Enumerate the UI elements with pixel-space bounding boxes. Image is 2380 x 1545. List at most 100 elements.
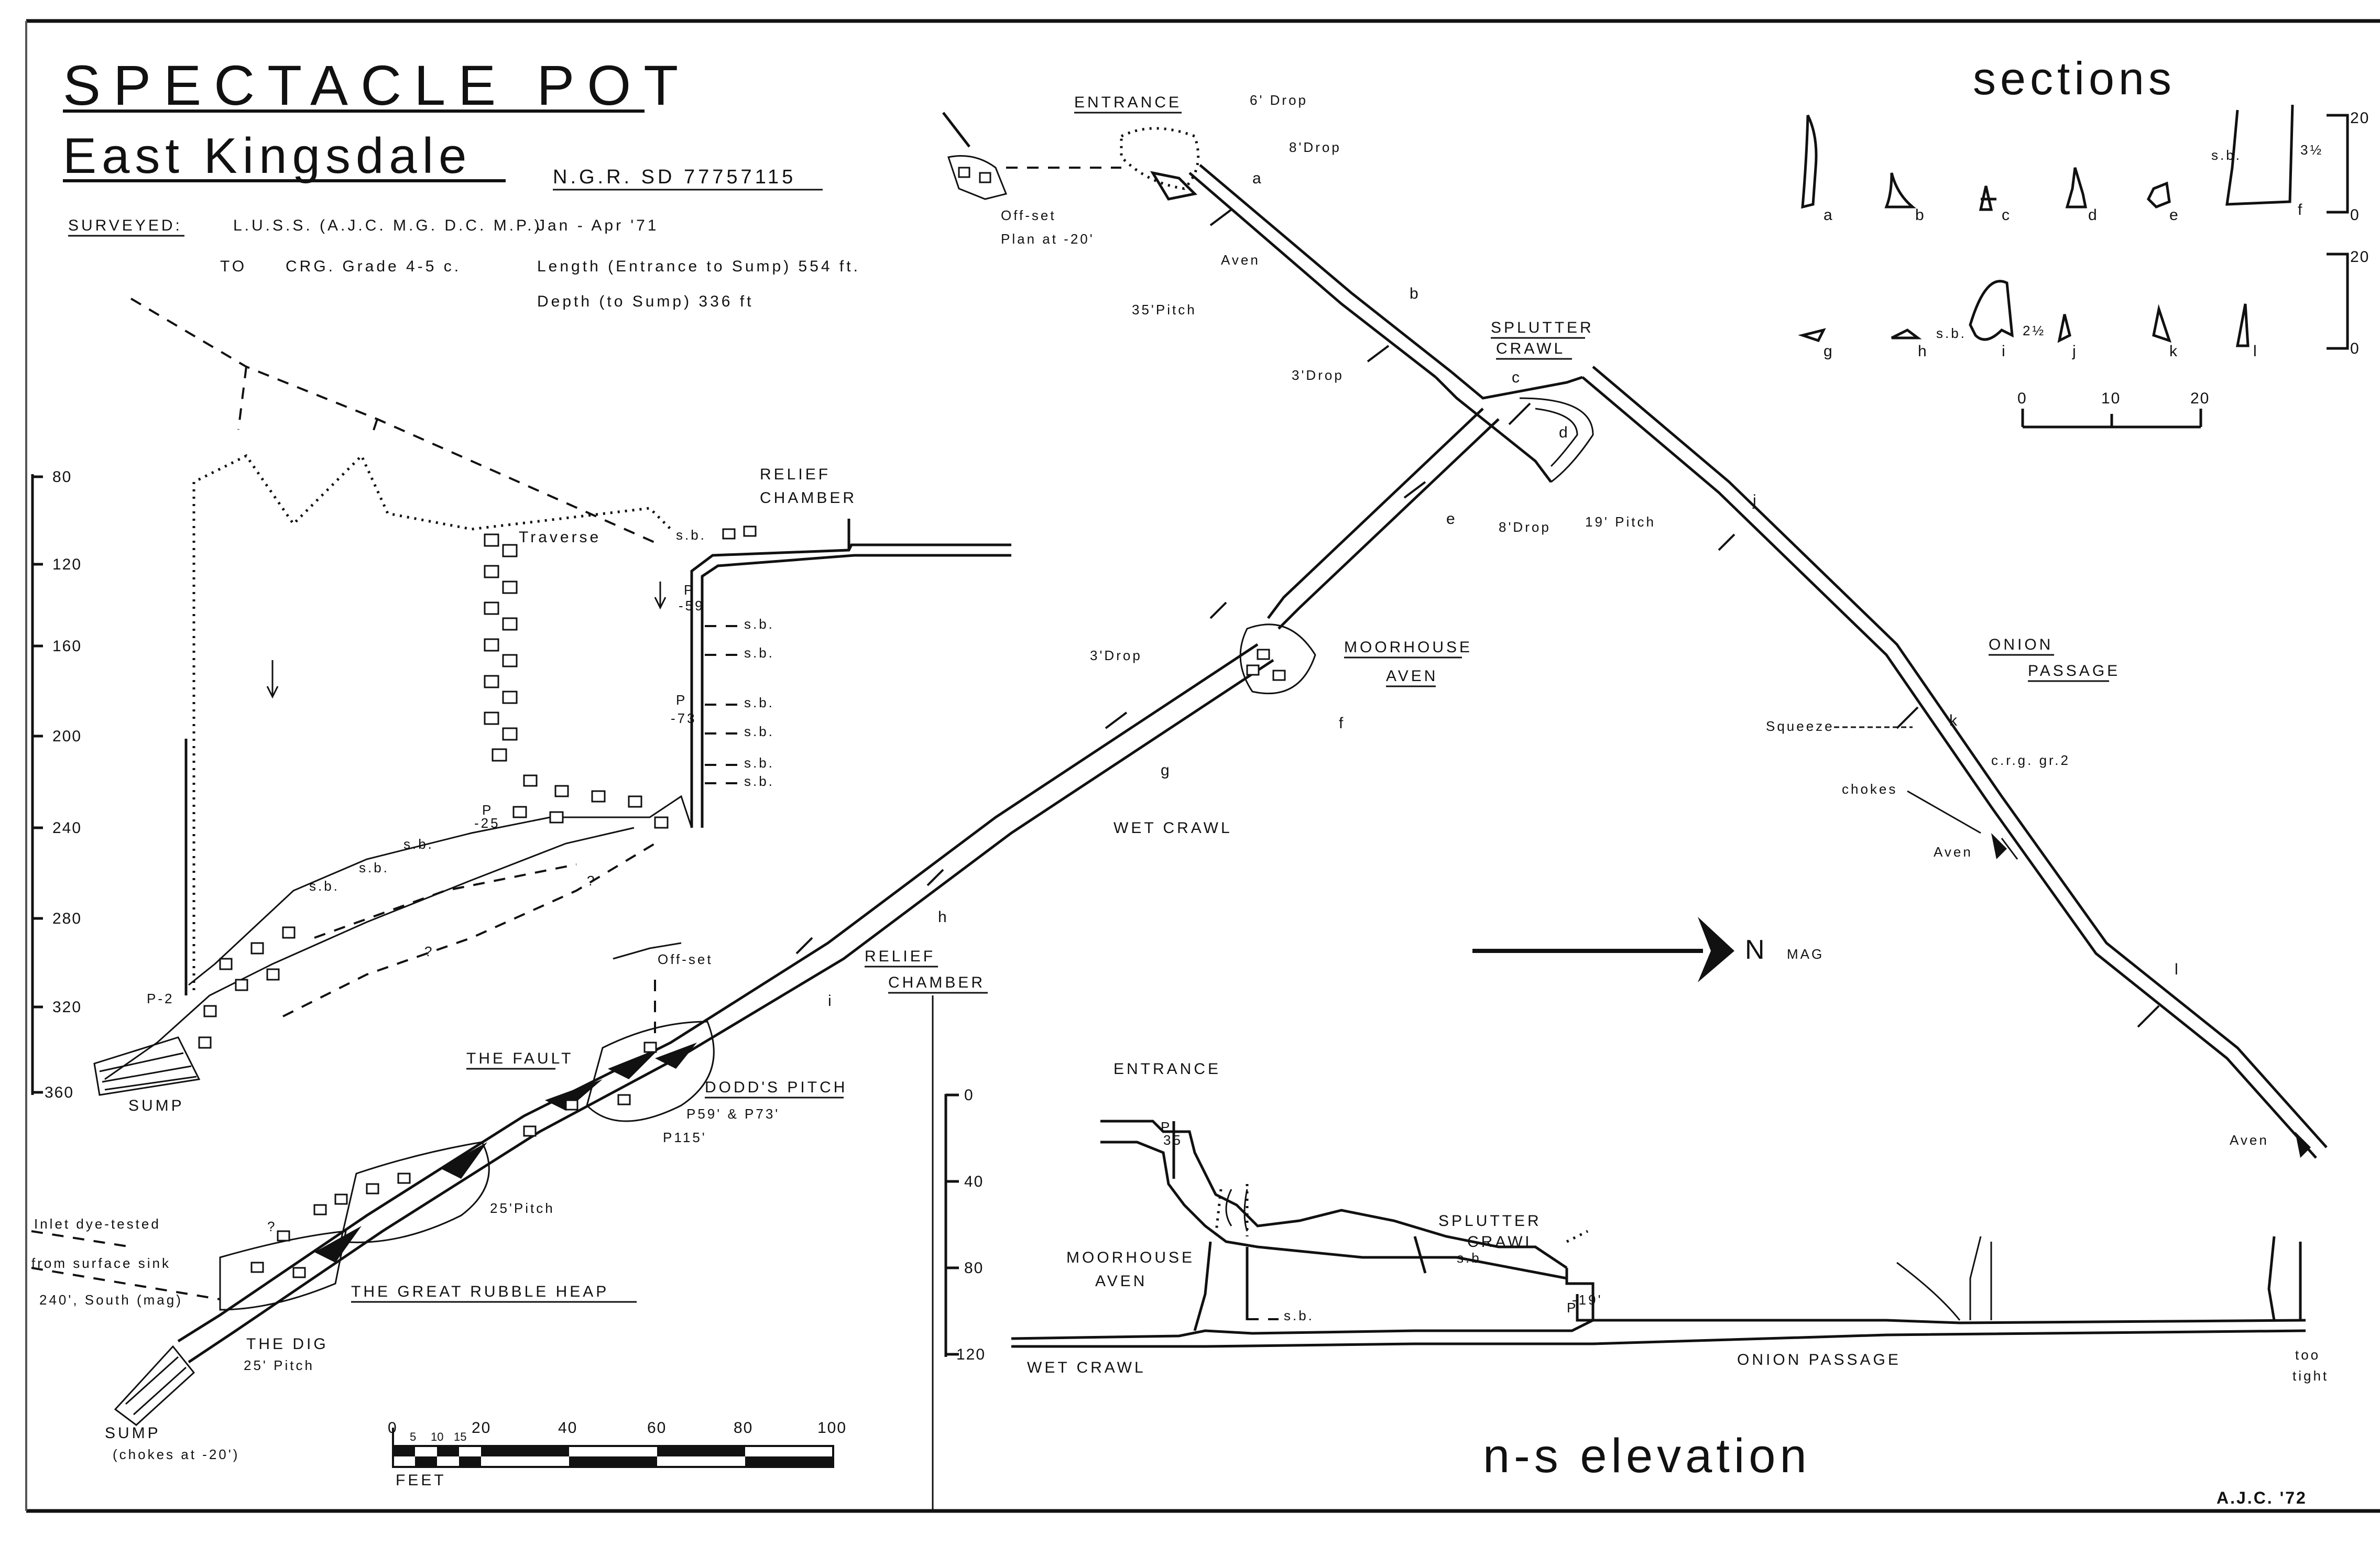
pitch-label: P xyxy=(676,692,687,708)
elevation-pitch-label: P xyxy=(1161,1119,1172,1135)
pitch-label: P-2 xyxy=(147,991,174,1006)
grade-to: TO xyxy=(220,258,247,275)
question-mark: ? xyxy=(424,944,434,959)
sb-label: s.b. xyxy=(359,860,389,875)
section-marker-l: l xyxy=(2175,961,2181,978)
north-arrow: N MAG xyxy=(1472,917,1824,982)
elevation-title: n-s elevation xyxy=(1483,1429,1811,1483)
survey-depth: Depth (to Sump) 336 ft xyxy=(537,293,754,310)
aven-mid-label: Aven xyxy=(1934,844,1973,860)
survey-title: SPECTACLE POT xyxy=(63,53,691,117)
scale-bar: 0 5 10 15 20 40 60 80 100 FEET xyxy=(388,1419,847,1489)
magnetic-label: MAG xyxy=(1787,946,1824,962)
entrance-label: ENTRANCE xyxy=(1074,94,1182,111)
right-scale-tick: 20 xyxy=(2350,109,2370,127)
elevation-depth-tick: 80 xyxy=(964,1259,984,1277)
the-dig-label: THE DIG xyxy=(246,1335,329,1353)
drop-3-label: 3'Drop xyxy=(1292,367,1344,383)
section-marker-b: b xyxy=(1410,285,1421,302)
elevation-depth-tick: 120 xyxy=(956,1346,986,1363)
sections-title: sections xyxy=(1973,52,2176,104)
elevation-onion-label: ONION PASSAGE xyxy=(1737,1351,1901,1368)
scale-tick: 20 xyxy=(472,1419,491,1437)
section-letter-e: e xyxy=(2169,206,2181,224)
scale-tick: 10 xyxy=(431,1430,443,1443)
sb-label: s.b. xyxy=(744,724,774,739)
section-dim-f: 3½ xyxy=(2300,142,2323,158)
section-letter-c: c xyxy=(2002,206,2012,224)
depth-tick: 240 xyxy=(52,819,82,837)
depth-tick: 200 xyxy=(52,728,82,745)
section-marker-g: g xyxy=(1161,762,1172,779)
elevation-too-tight-label: tight xyxy=(2292,1368,2329,1384)
section-scale-tick: 10 xyxy=(2101,390,2121,407)
sb-label: s.b. xyxy=(744,755,774,771)
section-marker-f: f xyxy=(1339,715,1346,732)
section-letter-f: f xyxy=(2298,201,2305,218)
sb-label: s.b. xyxy=(744,616,774,632)
aven-label: Aven xyxy=(1221,252,1260,268)
section-marker-h: h xyxy=(938,908,949,926)
survey-length: Length (Entrance to Sump) 554 ft. xyxy=(537,258,860,275)
sb-label: s.b. xyxy=(309,878,340,894)
pitch-label: P xyxy=(482,802,493,818)
right-scale-tick: 20 xyxy=(2350,248,2370,266)
chokes-label: chokes xyxy=(1842,781,1897,797)
depth-tick: 280 xyxy=(52,910,82,927)
survey-date: Jan - Apr '71 xyxy=(537,217,659,234)
moorhouse-aven-label: AVEN xyxy=(1386,667,1438,685)
scale-tick: 100 xyxy=(817,1419,847,1437)
pitch-19-label: 19' Pitch xyxy=(1585,514,1656,530)
section-letter-b: b xyxy=(1915,206,1927,224)
elevation-sb-label: s.b. xyxy=(1284,1308,1314,1323)
depth-tick: 120 xyxy=(52,556,82,573)
scale-tick: 60 xyxy=(647,1419,667,1437)
elevation-splutter-label: SPLUTTER xyxy=(1438,1212,1542,1230)
survey-grade: CRG. Grade 4-5 c. xyxy=(286,258,461,275)
depth-tick: 320 xyxy=(52,999,82,1016)
dodds-pitch-label: DODD'S PITCH xyxy=(705,1079,847,1096)
moorhouse-aven-label: MOORHOUSE xyxy=(1344,639,1472,656)
frame xyxy=(25,19,2380,1513)
plan-view: a b c d e f g h i j k l ENTRANCE 6' Drop… xyxy=(31,92,2328,1462)
great-rubble-heap-label: THE GREAT RUBBLE HEAP xyxy=(351,1283,609,1300)
depth-tick: 160 xyxy=(52,638,82,655)
elevation-sb-label: s.b. xyxy=(1457,1250,1487,1266)
depth-tick: 360 xyxy=(45,1084,74,1101)
plan-rubble xyxy=(250,167,1286,1278)
surveyor-signature: A.J.C. '72 xyxy=(2217,1488,2307,1507)
elevation-depth-tick: 0 xyxy=(964,1087,974,1104)
right-scale-tick: 0 xyxy=(2350,206,2360,224)
crg-grade-label: c.r.g. gr.2 xyxy=(1991,752,2070,768)
offset-plan-label: Plan at -20' xyxy=(1001,231,1095,247)
elevation-splutter-label: CRAWL xyxy=(1467,1233,1536,1251)
section-marker-d: d xyxy=(1559,424,1570,441)
section-letter-g: g xyxy=(1824,343,1835,360)
sump-chokes-label: (chokes at -20') xyxy=(113,1447,239,1462)
sb-label: s.b. xyxy=(403,836,434,852)
inlet-label: from surface sink xyxy=(31,1255,171,1271)
section-scale-tick: 0 xyxy=(2017,390,2027,407)
section-marker-a: a xyxy=(1252,170,1264,187)
scale-tick: 0 xyxy=(388,1419,398,1437)
drop-6-label: 6' Drop xyxy=(1250,92,1308,108)
sump-label: SUMP xyxy=(128,1097,184,1114)
elevation-too-tight-label: too xyxy=(2295,1347,2320,1363)
onion-passage-label: PASSAGE xyxy=(2028,662,2120,680)
question-mark: ? xyxy=(587,873,596,889)
depth-scale-left: 80 120 160 200 240 280 320 360 xyxy=(32,468,82,1101)
scale-tick: 40 xyxy=(558,1419,577,1437)
sb-label: s.b. xyxy=(744,773,774,789)
p115-label: P115' xyxy=(663,1130,707,1145)
offset-label: Off-set xyxy=(658,951,713,967)
section-letter-j: j xyxy=(2072,343,2079,360)
relief-chamber-plan-label: RELIEF xyxy=(865,948,935,965)
scale-tick: 5 xyxy=(410,1430,416,1443)
elevation-pitch-label: -19' xyxy=(1572,1292,1603,1308)
right-scale-tick: 0 xyxy=(2350,340,2360,357)
rubble-pile xyxy=(198,525,757,1049)
onion-passage-label: ONION xyxy=(1989,636,2053,653)
scale-tick: 15 xyxy=(454,1430,466,1443)
north-label: N xyxy=(1745,935,1765,965)
